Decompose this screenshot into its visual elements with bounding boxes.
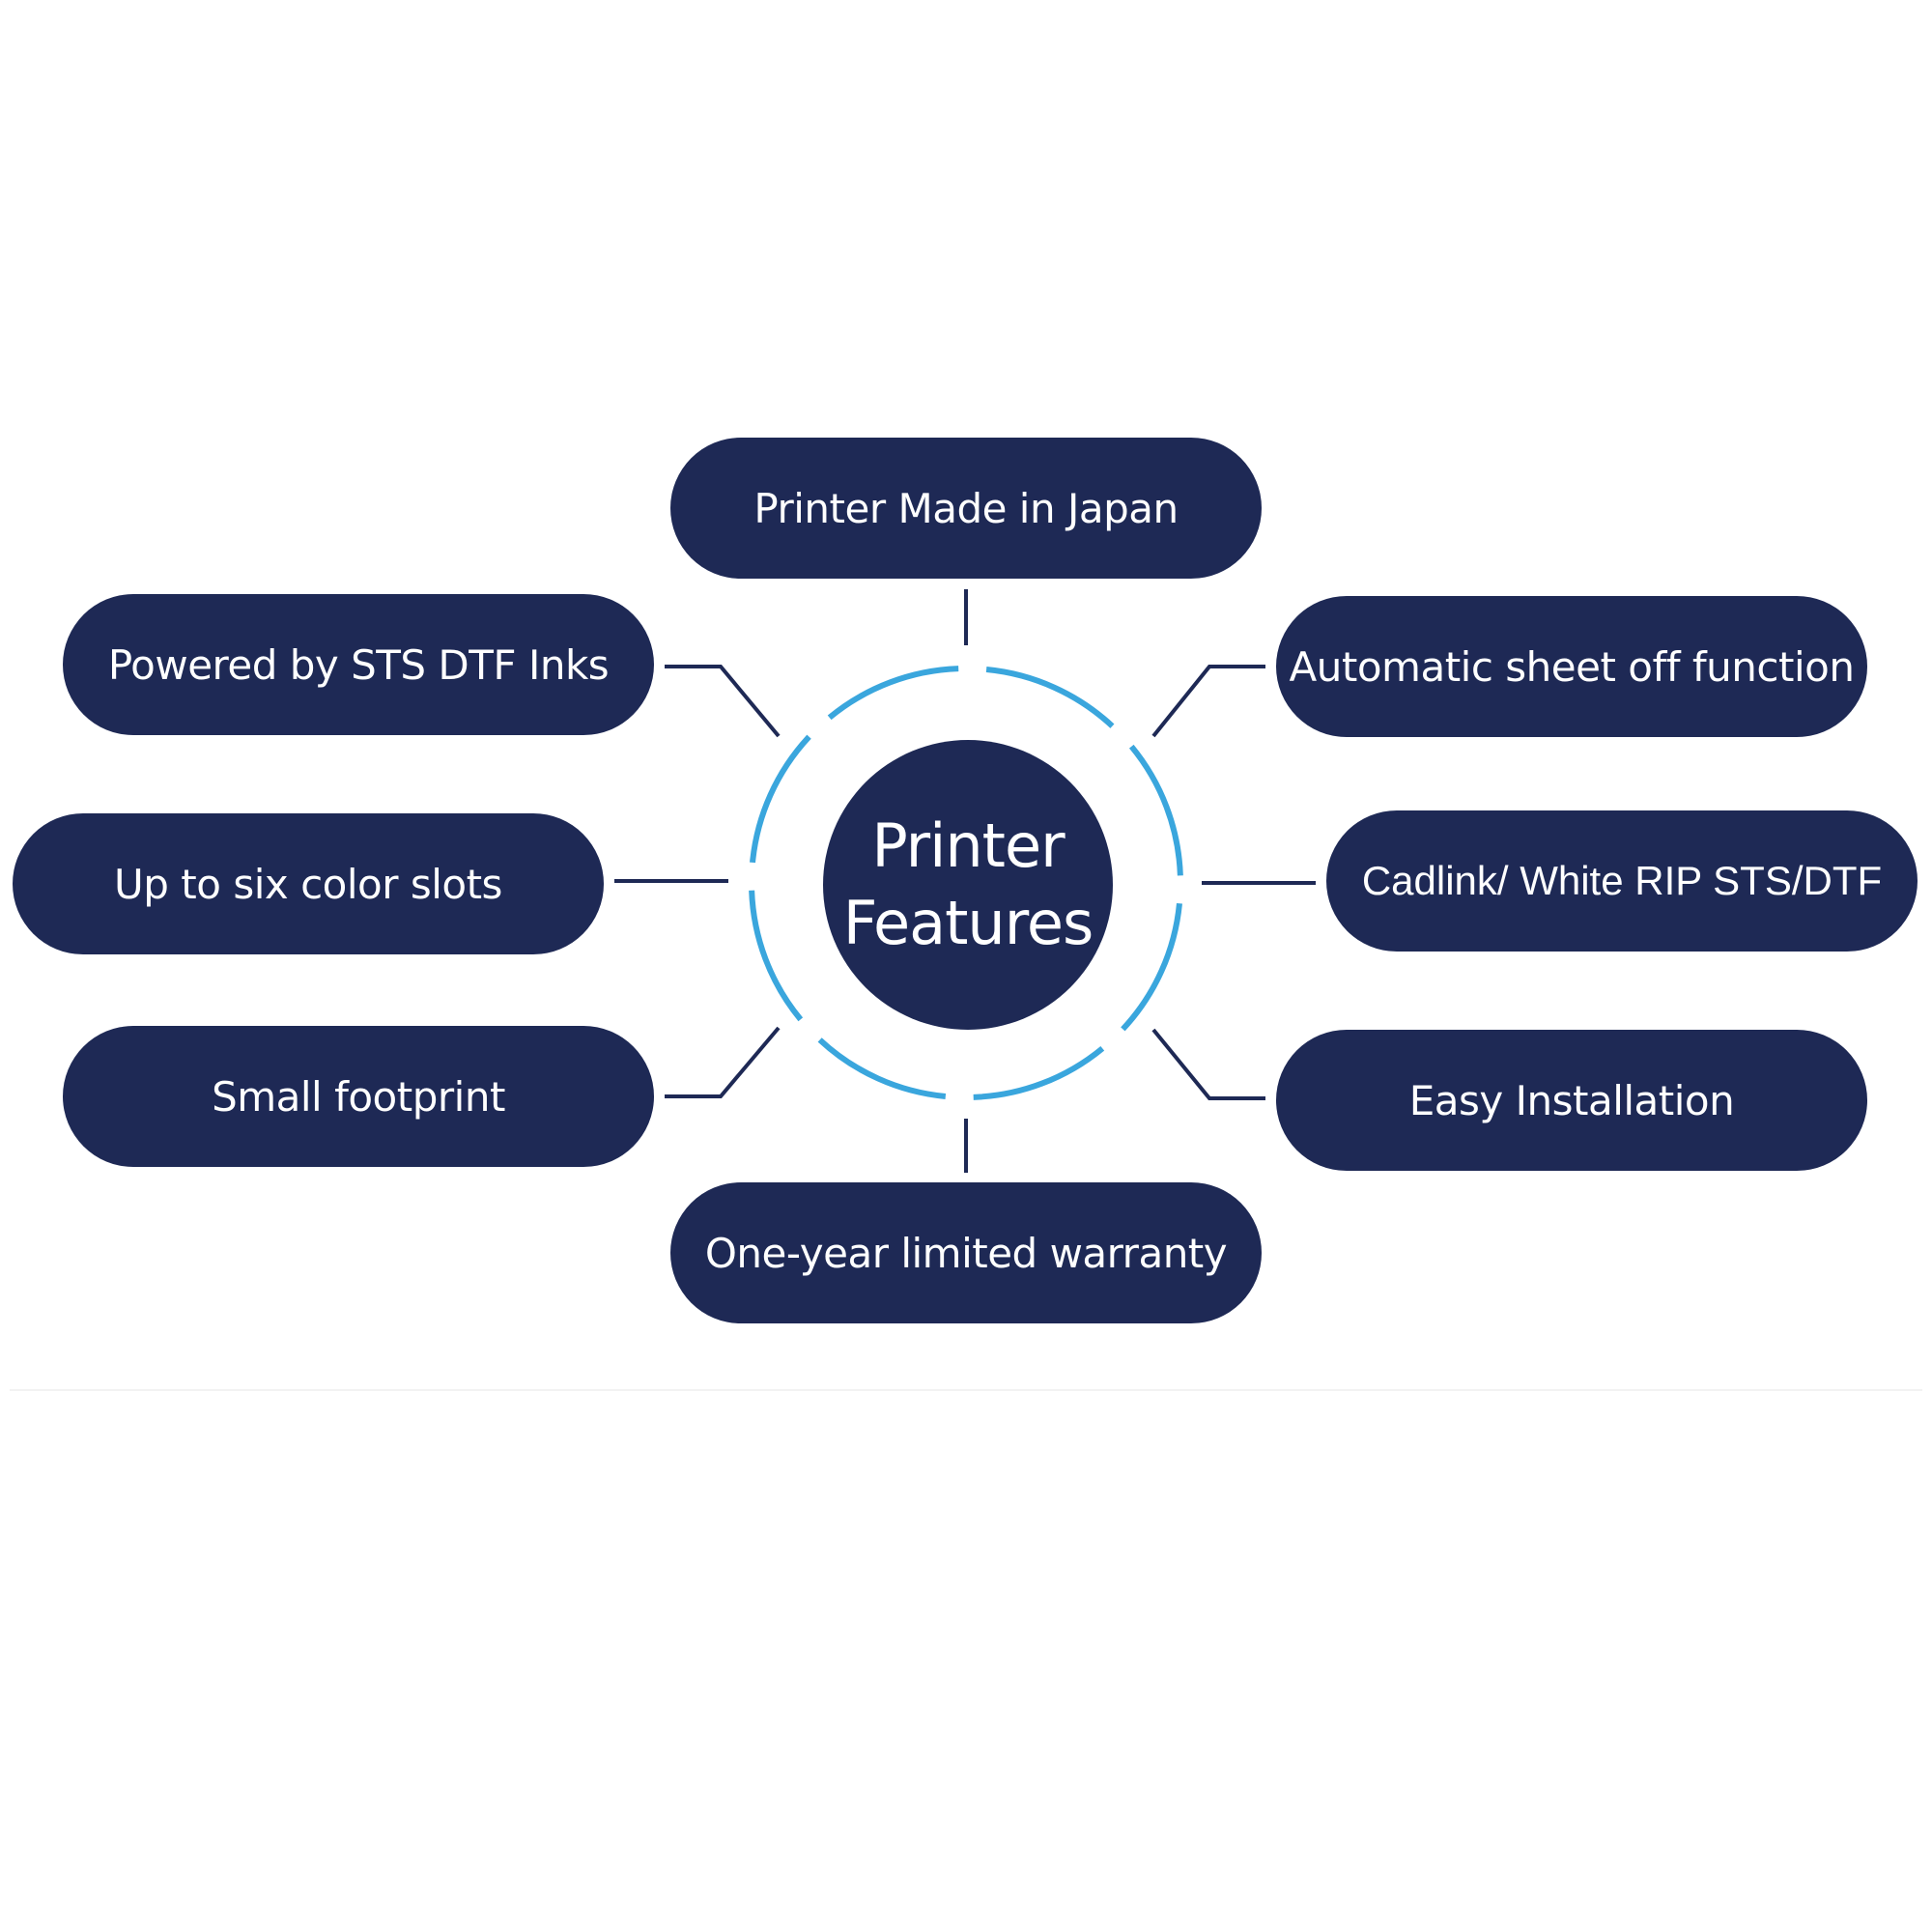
connector-bottom-right [1151, 1028, 1265, 1100]
connector-lines [614, 589, 1316, 1173]
center-title-line1: Printer [871, 810, 1065, 881]
feature-label: Printer Made in Japan [753, 484, 1179, 532]
feature-node-bottom: One-year limited warranty [670, 1182, 1262, 1323]
feature-label: One-year limited warranty [704, 1229, 1228, 1277]
feature-node-mid-right: Cadlink/ White RIP STS/DTF [1326, 810, 1918, 952]
feature-node-mid-left: Up to six color slots [13, 813, 604, 954]
feature-node-top-right: Automatic sheet off function [1276, 596, 1867, 737]
feature-label: Easy Installation [1408, 1076, 1735, 1124]
center-title-line2: Features [842, 888, 1094, 958]
center-node: Printer Features [823, 740, 1113, 1030]
connector-top-left [665, 665, 781, 738]
connector-top-right [1151, 665, 1265, 738]
feature-label: Small footprint [212, 1072, 505, 1121]
feature-node-top-left: Powered by STS DTF Inks [63, 594, 654, 735]
feature-label: Automatic sheet off function [1289, 642, 1855, 691]
connector-bottom-left [665, 1026, 781, 1098]
feature-label: Powered by STS DTF Inks [107, 640, 610, 689]
divider [10, 1389, 1922, 1391]
feature-node-top: Printer Made in Japan [670, 438, 1262, 579]
feature-label: Up to six color slots [114, 860, 502, 908]
feature-node-bottom-left: Small footprint [63, 1026, 654, 1167]
outer-ring [749, 665, 1183, 1100]
feature-label: Cadlink/ White RIP STS/DTF [1361, 858, 1883, 903]
feature-node-bottom-right: Easy Installation [1276, 1030, 1867, 1171]
